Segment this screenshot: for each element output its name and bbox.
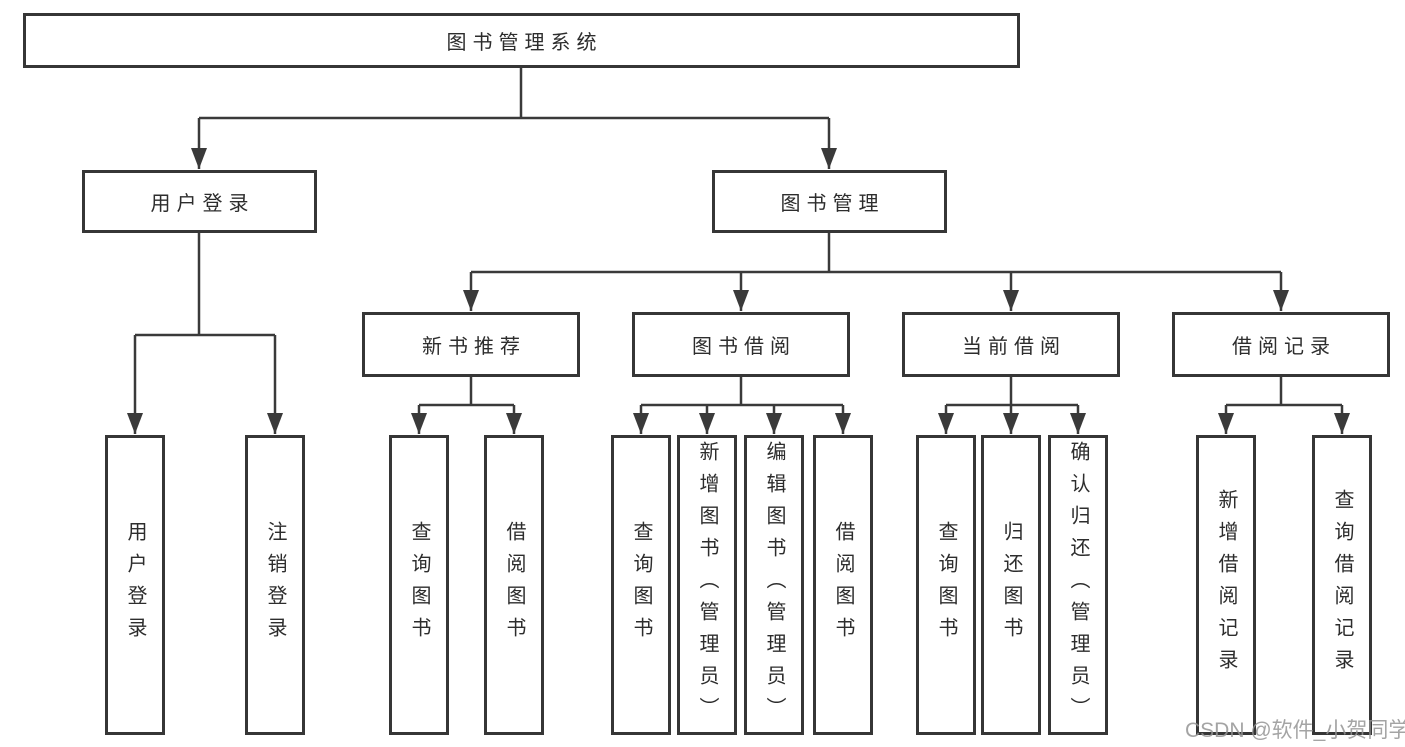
node-current-borrowing: 当前借阅 [902, 312, 1120, 377]
node-book-management: 图书管理 [712, 170, 947, 233]
node-borrow-records: 借阅记录 [1172, 312, 1390, 377]
leaf-user-login: 用户登录 [105, 435, 165, 735]
node-root-system: 图书管理系统 [23, 13, 1020, 68]
leaf-nbr-borrow-books: 借阅图书 [484, 435, 544, 735]
leaf-bb-edit-books-admin: 编辑图书（管理员） [744, 435, 804, 735]
leaf-br-query-record: 查询借阅记录 [1312, 435, 1372, 735]
leaf-nbr-query-books: 查询图书 [389, 435, 449, 735]
leaf-cb-confirm-return-admin: 确认归还（管理员） [1048, 435, 1108, 735]
csdn-watermark: CSDN @软件_小贺同学 [1185, 719, 1405, 742]
connector-rails [135, 68, 1342, 407]
leaf-bb-query-books: 查询图书 [611, 435, 671, 735]
leaf-cb-query-books: 查询图书 [916, 435, 976, 735]
leaf-br-add-record: 新增借阅记录 [1196, 435, 1256, 735]
node-user-login: 用户登录 [82, 170, 317, 233]
node-new-book-recommend: 新书推荐 [362, 312, 580, 377]
leaf-bb-add-books-admin: 新增图书（管理员） [677, 435, 737, 735]
leaf-logout: 注销登录 [245, 435, 305, 735]
node-book-borrowing: 图书借阅 [632, 312, 850, 377]
leaf-cb-return-books: 归还图书 [981, 435, 1041, 735]
leaf-bb-borrow-books: 借阅图书 [813, 435, 873, 735]
